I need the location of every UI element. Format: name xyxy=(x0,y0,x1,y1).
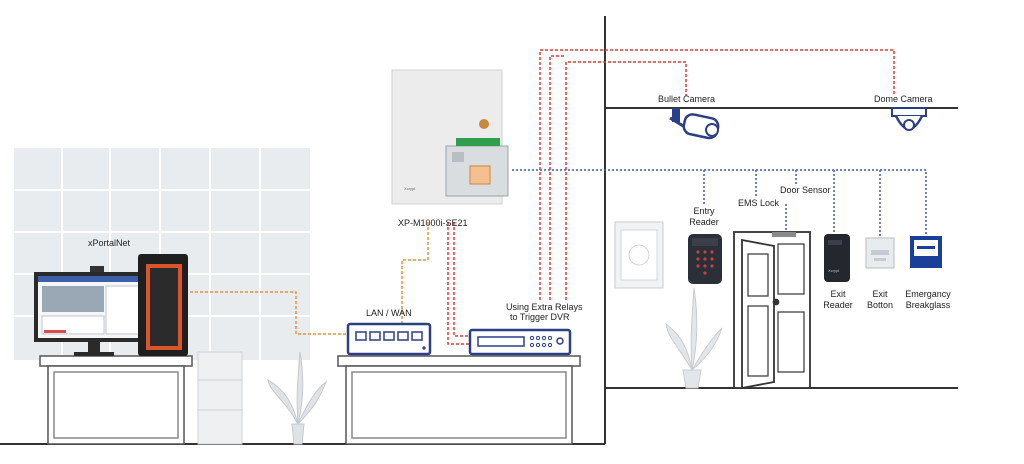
network-switch xyxy=(346,322,432,356)
workstation xyxy=(34,254,188,356)
exit-button xyxy=(865,237,895,269)
entry-reader xyxy=(688,234,722,284)
label-entry-reader-1: Entry xyxy=(693,206,715,216)
label-exit-reader-1: Exit xyxy=(830,289,846,299)
center-table xyxy=(337,355,581,445)
label-exit-button-1: Exit xyxy=(872,289,888,299)
label-relays-line1: Using Extra Relays xyxy=(506,302,583,312)
label-lan-wan: LAN / WAN xyxy=(366,308,412,318)
label-xportalnet: xPortalNet xyxy=(88,238,131,248)
label-exit-reader-2: Reader xyxy=(823,300,853,310)
controller-enclosure: Xcrypt xyxy=(391,69,509,205)
dvr-alarm-links xyxy=(447,49,895,345)
label-entry-reader-2: Reader xyxy=(689,217,719,227)
label-exit-button-2: Botton xyxy=(867,300,893,310)
label-controller: XP-M1000i-SE21 xyxy=(398,218,468,228)
dvr-recorder xyxy=(468,328,572,356)
svg-text:Xcrypt: Xcrypt xyxy=(828,268,840,273)
label-door-sensor: Door Sensor xyxy=(780,185,831,195)
cabinet xyxy=(197,351,243,445)
left-table xyxy=(39,355,193,445)
label-ems-lock: EMS Lock xyxy=(738,198,780,208)
dome-camera xyxy=(891,107,927,131)
label-breakglass-1: Emergancy xyxy=(905,289,951,299)
label-dome-camera: Dome Camera xyxy=(874,94,933,104)
wall-panel xyxy=(614,221,664,289)
bullet-camera xyxy=(669,108,720,140)
label-breakglass-2: Breakglass xyxy=(906,300,951,310)
svg-text:Xcrypt: Xcrypt xyxy=(404,186,416,191)
network-links xyxy=(190,222,429,335)
exit-reader: Xcrypt xyxy=(824,234,850,282)
access-control-links xyxy=(512,169,927,238)
label-relays-line2: to Trigger DVR xyxy=(510,312,570,322)
breakglass xyxy=(910,236,942,268)
plant-right xyxy=(665,287,723,389)
diagram-labels: xPortalNet XP-M1000i-SE21 LAN / WAN Usin… xyxy=(88,94,951,322)
plant-left xyxy=(267,351,328,445)
door xyxy=(733,231,811,390)
label-bullet-camera: Bullet Camera xyxy=(658,94,715,104)
